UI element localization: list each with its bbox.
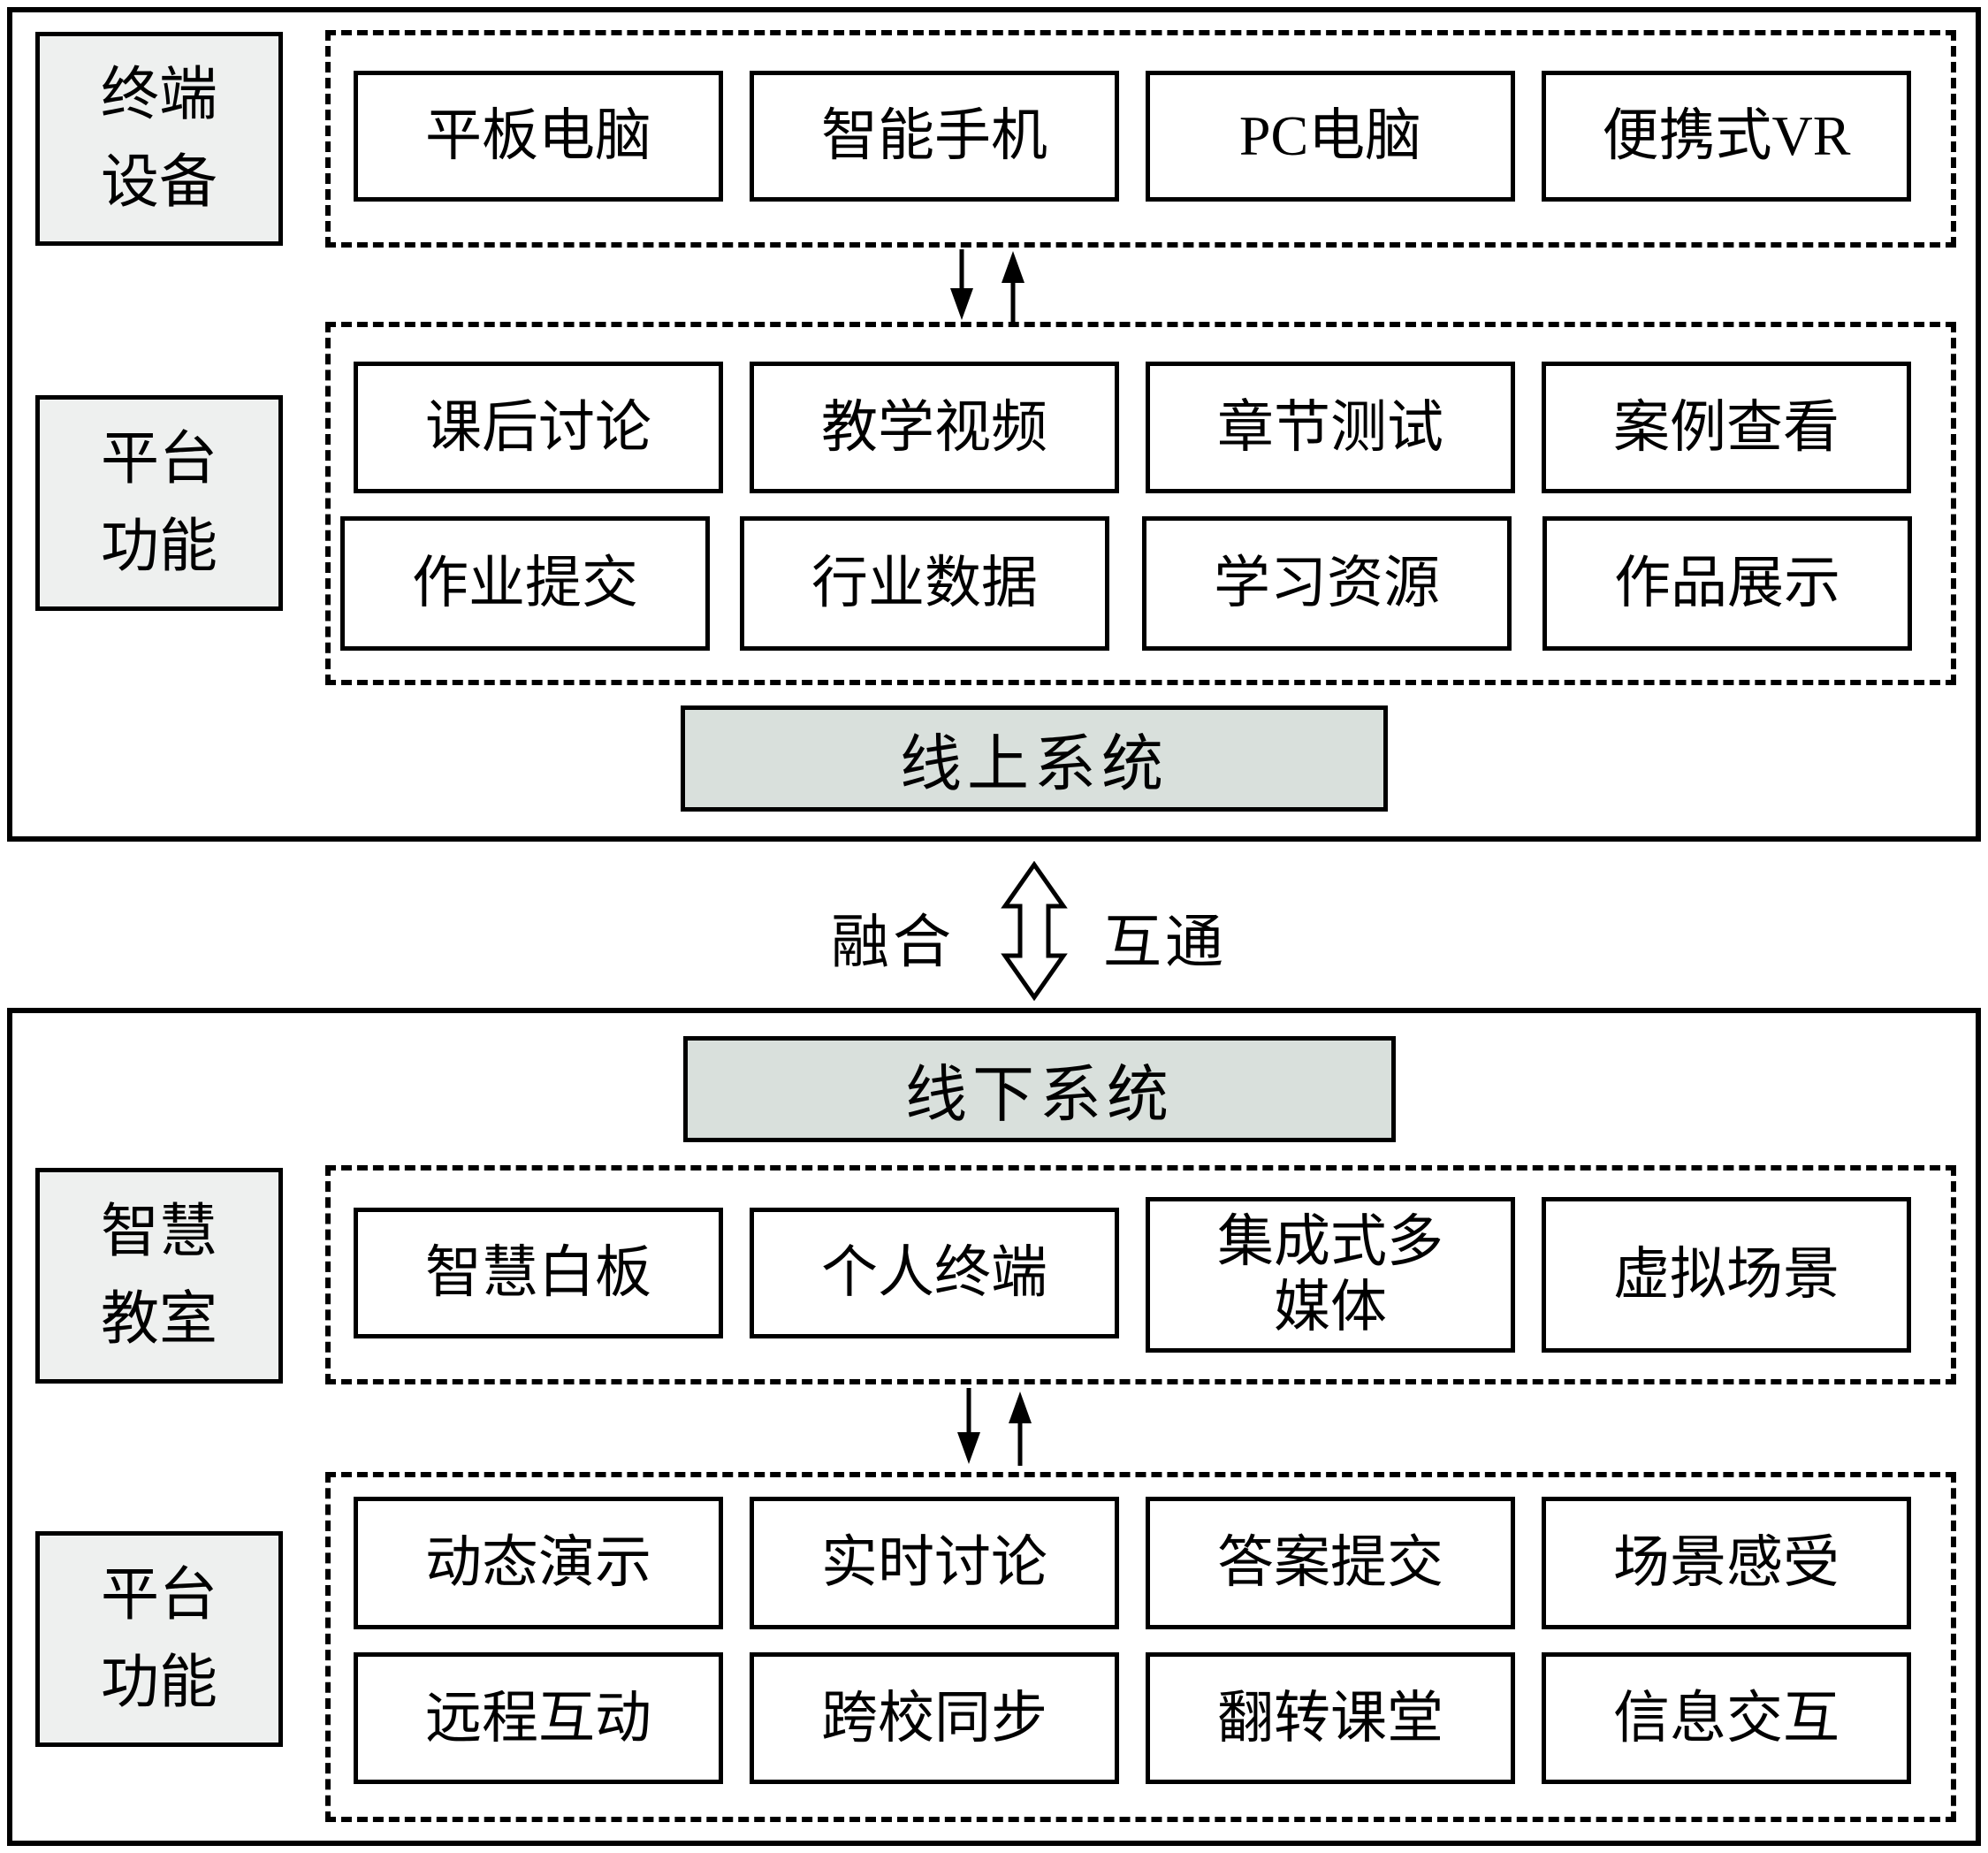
offline-system-title: 线下系统 bbox=[905, 1061, 1174, 1130]
classroom-box-virtual-scene: 虚拟场景 bbox=[1542, 1197, 1911, 1353]
function-box-info-exchange: 信息交互 bbox=[1542, 1652, 1911, 1784]
function-box-dynamic-demo: 动态演示 bbox=[354, 1497, 723, 1629]
function-box-label: 跨校同步 bbox=[821, 1686, 1047, 1750]
offline-system-box: 线下系统 bbox=[683, 1036, 1396, 1142]
function-box-case-view: 案例查看 bbox=[1542, 362, 1911, 493]
function-box-label: 章节测试 bbox=[1217, 395, 1443, 459]
classroom-box-label: 个人终端 bbox=[821, 1241, 1047, 1305]
device-box-label: 平板电脑 bbox=[425, 104, 651, 168]
connector-label-text: 融合 bbox=[831, 911, 955, 975]
function-box-label: 实时讨论 bbox=[821, 1531, 1047, 1595]
function-box-industry-data: 行业数据 bbox=[740, 516, 1109, 651]
function-box-label: 远程互动 bbox=[425, 1686, 651, 1750]
function-box-label: 学习资源 bbox=[1214, 552, 1440, 615]
function-box-scene-experience: 场景感受 bbox=[1542, 1497, 1911, 1629]
function-box-realtime-discussion: 实时讨论 bbox=[750, 1497, 1119, 1629]
platform-functions-label-top: 平台 功能 bbox=[35, 395, 283, 611]
terminal-devices-group bbox=[325, 30, 1956, 248]
function-box-answer-submit: 答案提交 bbox=[1146, 1497, 1515, 1629]
connector-label-interlink: 互通 bbox=[1103, 895, 1262, 980]
terminal-devices-label-text: 终端 设备 bbox=[101, 63, 217, 215]
down-up-arrows-icon-bottom bbox=[957, 1388, 1032, 1466]
device-box-label: 智能手机 bbox=[821, 104, 1047, 168]
terminal-devices-label: 终端 设备 bbox=[35, 32, 283, 246]
classroom-box-personal-terminal: 个人终端 bbox=[750, 1208, 1119, 1338]
function-box-chapter-test: 章节测试 bbox=[1146, 362, 1515, 493]
classroom-box-label: 虚拟场景 bbox=[1613, 1243, 1839, 1307]
function-box-works-display: 作品展示 bbox=[1542, 516, 1912, 651]
function-box-video: 教学视频 bbox=[750, 362, 1119, 493]
function-box-label: 信息交互 bbox=[1613, 1686, 1839, 1750]
platform-functions-label-text: 平台 功能 bbox=[101, 1563, 217, 1715]
function-box-label: 作品展示 bbox=[1614, 552, 1840, 615]
function-box-label: 案例查看 bbox=[1613, 395, 1839, 459]
function-box-label: 行业数据 bbox=[811, 552, 1038, 615]
function-box-label: 作业提交 bbox=[412, 552, 638, 615]
online-system-box: 线上系统 bbox=[681, 705, 1388, 812]
function-box-label: 答案提交 bbox=[1217, 1531, 1443, 1595]
function-box-label: 翻转课堂 bbox=[1217, 1686, 1443, 1750]
smart-classroom-group bbox=[325, 1165, 1956, 1384]
function-box-label: 动态演示 bbox=[425, 1531, 651, 1595]
classroom-box-whiteboard: 智慧白板 bbox=[354, 1208, 723, 1338]
device-box-pc: PC电脑 bbox=[1146, 71, 1515, 202]
double-arrow-icon bbox=[1001, 861, 1068, 1001]
online-system-title: 线上系统 bbox=[900, 730, 1169, 799]
platform-functions-label-bottom: 平台 功能 bbox=[35, 1531, 283, 1747]
platform-functions-group-top bbox=[325, 322, 1956, 685]
classroom-box-label: 集成式多媒体 bbox=[1217, 1210, 1443, 1338]
platform-functions-group-bottom bbox=[325, 1472, 1956, 1822]
device-box-tablet: 平板电脑 bbox=[354, 71, 723, 202]
function-box-label: 场景感受 bbox=[1613, 1531, 1839, 1595]
classroom-box-multimedia: 集成式多媒体 bbox=[1146, 1197, 1515, 1353]
function-box-label: 教学视频 bbox=[821, 395, 1047, 459]
device-box-vr: 便携式VR bbox=[1542, 71, 1911, 202]
smart-classroom-label: 智慧 教室 bbox=[35, 1168, 283, 1384]
platform-functions-label-text: 平台 功能 bbox=[101, 427, 217, 579]
function-box-label: 课后讨论 bbox=[425, 395, 651, 459]
connector-label-fusion: 融合 bbox=[796, 895, 955, 980]
function-box-remote-interaction: 远程互动 bbox=[354, 1652, 723, 1784]
classroom-box-label: 智慧白板 bbox=[425, 1241, 651, 1305]
down-up-arrows-icon-top bbox=[950, 249, 1024, 322]
smart-classroom-label-text: 智慧 教室 bbox=[101, 1200, 217, 1352]
function-box-discussion: 课后讨论 bbox=[354, 362, 723, 493]
device-box-label: PC电脑 bbox=[1238, 104, 1422, 168]
device-box-smartphone: 智能手机 bbox=[750, 71, 1119, 202]
function-box-flipped-classroom: 翻转课堂 bbox=[1146, 1652, 1515, 1784]
device-box-label: 便携式VR bbox=[1602, 104, 1851, 168]
function-box-cross-school-sync: 跨校同步 bbox=[750, 1652, 1119, 1784]
function-box-learning-resources: 学习资源 bbox=[1142, 516, 1512, 651]
connector-label-text: 互通 bbox=[1103, 911, 1227, 975]
function-box-homework: 作业提交 bbox=[340, 516, 710, 651]
